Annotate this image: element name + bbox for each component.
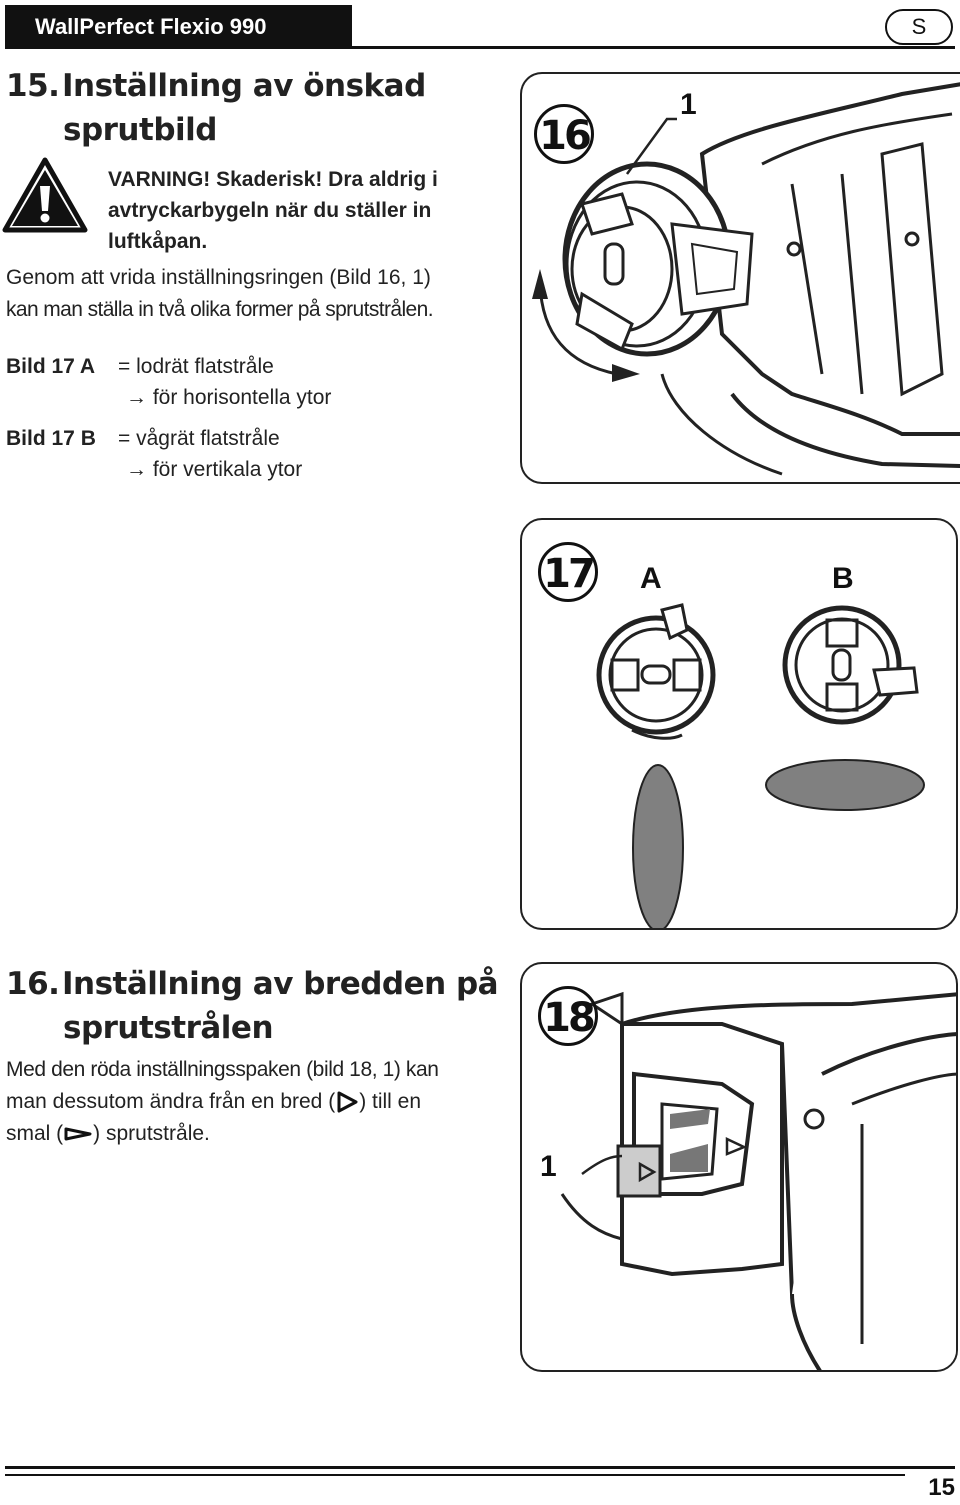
bild-17b-label: Bild 17 B (6, 427, 96, 450)
section-16-title-line2: sprutstrålen (63, 1010, 274, 1046)
section-16-body-line2: man dessutom ändra från en bred ( ) till … (6, 1086, 521, 1118)
bild-17a-text: = lodrät flatstråle (118, 355, 274, 378)
warning-icon (2, 157, 88, 233)
bild-17b-sub: för vertikala ytor (152, 458, 303, 481)
bild-17b-text: = vågrät flatstråle (118, 427, 280, 450)
narrow-spray-icon (64, 1127, 92, 1141)
wide-spray-icon (337, 1091, 358, 1113)
section-15-body-line1: Genom att vrida inställningsringen (Bild… (6, 266, 431, 289)
air-cap-b (782, 605, 919, 725)
section-15-body-line2: kan man ställa in två olika former på sp… (6, 298, 434, 321)
language-badge: S (885, 9, 953, 45)
footer-rule (5, 1466, 955, 1469)
section-16-body-line3b: ) sprutstråle. (93, 1122, 210, 1145)
warning-text: VARNING! Skaderisk! Dra aldrig i avtryck… (108, 164, 518, 257)
figure-16: 16 1 (520, 72, 960, 484)
figure-17: 17 A B (520, 518, 958, 930)
arrow-icon: → (126, 458, 147, 481)
air-cap-a (596, 603, 716, 740)
figure-17-label-b: B (832, 562, 854, 595)
warning-line1: VARNING! Skaderisk! Dra aldrig i (108, 168, 438, 191)
bild-17a-sub-row: → för horisontella ytor (6, 382, 331, 413)
horizontal-spray-pattern (765, 759, 925, 811)
section-15-body: Genom att vrida inställningsringen (Bild… (6, 262, 526, 326)
section-16-body-line3a: smal ( (6, 1122, 64, 1145)
section-16-body-line1: Med den röda inställningsspaken (bild 18… (6, 1058, 439, 1081)
section-16-number: 16. (6, 966, 60, 1002)
warning-line3: luftkåpan. (108, 230, 208, 253)
arrow-icon: → (126, 386, 147, 409)
bild-17a-label: Bild 17 A (6, 355, 96, 378)
section-15-title-line2: sprutbild (63, 112, 217, 148)
figure-16-illustration (532, 82, 960, 476)
figure-17-number: 17 (538, 542, 598, 602)
vertical-spray-pattern (632, 764, 684, 928)
section-16-body: Med den röda inställningsspaken (bild 18… (6, 1054, 521, 1150)
figure-17-label-a: A (640, 562, 662, 595)
section-16-body-line2b: ) till en (359, 1090, 422, 1113)
section-16-body-line2a: man dessutom ändra från en bred ( (6, 1090, 336, 1113)
figure-18-callout: 1 (540, 1150, 557, 1183)
section-15-title-line1: Inställning av önskad (62, 68, 426, 104)
figure-18-illustration (560, 991, 956, 1370)
section-16-body-line3: smal ( ) sprutstråle. (6, 1118, 521, 1150)
bild-17a-row: Bild 17 A = lodrät flatstråle (6, 351, 274, 382)
figure-16-callout: 1 (680, 88, 697, 121)
figure-18: 18 1 (520, 962, 958, 1372)
figure-17-illustration (596, 603, 925, 928)
section-16-heading: 16.Inställning av bredden på sprutstråle… (6, 962, 499, 1050)
section-15-heading: 15.Inställning av önskad sprutbild (6, 64, 426, 152)
figure-18-number: 18 (538, 986, 598, 1046)
section-15-number: 15. (6, 68, 60, 104)
bild-17b-row: Bild 17 B = vågrät flatstråle (6, 423, 280, 454)
figure-16-number: 16 (534, 104, 594, 164)
header-title: WallPerfect Flexio 990 (5, 5, 352, 49)
warning-line2: avtryckarbygeln när du ställer in (108, 199, 432, 222)
header-rule (352, 46, 955, 49)
page-number: 15 (928, 1474, 955, 1501)
footer-rule-secondary (5, 1474, 905, 1476)
section-16-title-line1: Inställning av bredden på (62, 966, 499, 1002)
bild-17a-sub: för horisontella ytor (152, 386, 332, 409)
bild-17b-sub-row: → för vertikala ytor (6, 454, 302, 485)
